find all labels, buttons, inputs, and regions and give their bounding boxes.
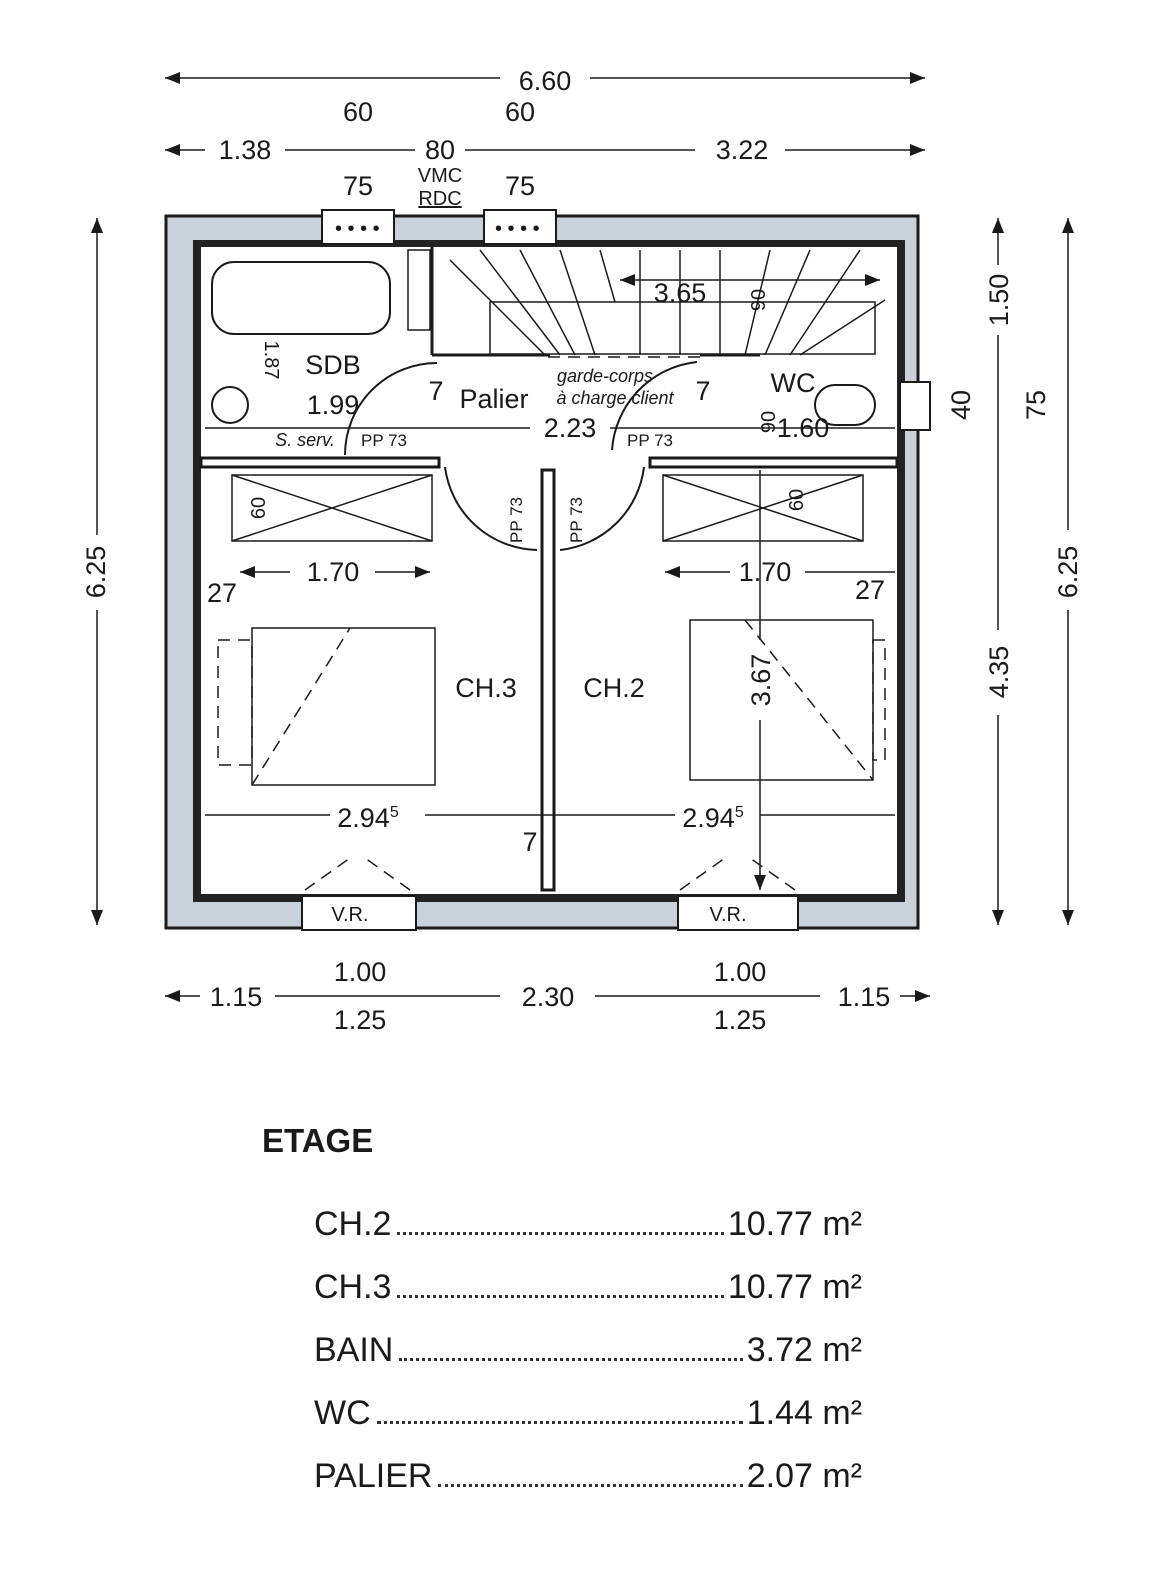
- wc-height: 90: [758, 411, 780, 433]
- dim-label: 1.25: [714, 1005, 767, 1035]
- area-value: 1.44 m²: [746, 1394, 862, 1432]
- area-row: CH.3 10.77 m²: [314, 1268, 862, 1331]
- ch3-length: 2.945: [337, 803, 399, 833]
- area-label: WC: [314, 1394, 371, 1432]
- closets: [231, 474, 864, 542]
- area-label: PALIER: [314, 1457, 433, 1495]
- room-ch3: CH.3: [455, 673, 517, 703]
- door-swings: [344, 361, 698, 551]
- ch2-length: 2.945: [682, 803, 744, 833]
- room-wc: WC: [771, 368, 816, 398]
- area-value: 10.77 m²: [727, 1205, 862, 1243]
- dim-label: 4.35: [984, 646, 1014, 699]
- leader-dots: [438, 1484, 743, 1487]
- dim-label: 1.70: [739, 557, 792, 587]
- wc-dim: 1.60: [777, 413, 830, 443]
- area-table: CH.2 10.77 m² CH.3 10.77 m² BAIN 3.72 m² WC…: [314, 1205, 862, 1520]
- dim-label: 27: [855, 575, 885, 605]
- dim-label: 27: [207, 578, 237, 608]
- dim-label: 7: [428, 376, 443, 406]
- stair-length: 3.65: [654, 278, 707, 308]
- ch2-height: 3.67: [746, 654, 776, 707]
- dim-label: 75: [505, 171, 535, 201]
- leader-dots: [397, 1295, 724, 1298]
- dimension-lines: [91, 72, 1074, 1002]
- dim-label: 1.00: [714, 957, 767, 987]
- area-value: 2.07 m²: [746, 1457, 862, 1495]
- area-row: BAIN 3.72 m²: [314, 1331, 862, 1394]
- top-windows: • • • • • • • •: [321, 209, 931, 431]
- shutter-label: V.R.: [709, 904, 746, 926]
- side-dimensions: 6.25 1.50 40 75 4.35 6.25: [81, 274, 1083, 699]
- dim-label: 75: [1021, 390, 1051, 420]
- bottom-windows: [301, 857, 799, 931]
- area-row: WC 1.44 m²: [314, 1394, 862, 1457]
- dim-label: 40: [946, 390, 976, 420]
- floor-plan: • • • • • • • •: [81, 66, 1083, 1035]
- dim-right-height: 6.25: [1053, 546, 1083, 599]
- sdb-height: 1.87: [260, 341, 282, 380]
- dim-total-width: 6.60: [519, 66, 572, 96]
- dim-label: 1.38: [219, 135, 272, 165]
- palier-dim: 2.23: [544, 413, 597, 443]
- top-dimensions: 6.60 60 60 1.38 80 3.22 75 VMC RDC 75: [219, 66, 769, 210]
- closet-depth: 60: [786, 489, 808, 511]
- interior-labels: 3.65 90 SDB 1.99 1.87 7 Palier garde-cor…: [207, 278, 885, 926]
- room-sdb: SDB: [305, 350, 361, 380]
- door-pp73: PP 73: [567, 497, 586, 543]
- dim-label: 60: [343, 97, 373, 127]
- dim-label: 1.25: [334, 1005, 387, 1035]
- area-value: 10.77 m²: [727, 1268, 862, 1306]
- sdb-dim: 1.99: [307, 390, 360, 420]
- door-pp73: PP 73: [627, 431, 673, 450]
- dim-label: 3.22: [716, 135, 769, 165]
- stair-width: 90: [748, 289, 770, 311]
- svg-text:• • • •: • • • •: [495, 218, 540, 240]
- beds: [217, 619, 886, 786]
- washbasin: [211, 386, 249, 424]
- area-label: CH.2: [314, 1205, 392, 1243]
- dim-left-height: 6.25: [81, 546, 111, 599]
- dim-label: 1.15: [210, 982, 263, 1012]
- dim-label: 2.30: [522, 982, 575, 1012]
- room-ch2: CH.2: [583, 673, 645, 703]
- guardrail-note: à charge client: [556, 388, 674, 408]
- leader-dots: [399, 1358, 743, 1361]
- room-palier: Palier: [459, 384, 528, 414]
- staircase: [449, 249, 886, 358]
- svg-text:• • • •: • • • •: [335, 218, 380, 240]
- service-label: S. serv.: [275, 430, 335, 450]
- dim-label: 1.15: [838, 982, 891, 1012]
- leader-dots: [376, 1421, 743, 1424]
- shutter-label: V.R.: [331, 904, 368, 926]
- bottom-dimensions: 1.15 1.00 1.25 2.30 1.00 1.25 1.15: [210, 957, 891, 1035]
- dim-label: 7: [695, 376, 710, 406]
- dim-label: 1.00: [334, 957, 387, 987]
- closet-depth: 60: [248, 497, 270, 519]
- area-label: BAIN: [314, 1331, 394, 1369]
- leader-dots: [397, 1232, 724, 1235]
- dim-label: 1.50: [984, 274, 1014, 327]
- bathtub: [211, 261, 391, 335]
- door-pp73: PP 73: [361, 431, 407, 450]
- area-row: PALIER 2.07 m²: [314, 1457, 862, 1520]
- dim-label: 7: [522, 827, 537, 857]
- dim-label: 60: [505, 97, 535, 127]
- wc-toilet: [814, 384, 876, 426]
- guardrail-note: garde-corps: [557, 366, 653, 386]
- dim-label: 1.70: [307, 557, 360, 587]
- area-value: 3.72 m²: [746, 1331, 862, 1369]
- dim-label: 80: [425, 135, 455, 165]
- area-row: CH.2 10.77 m²: [314, 1205, 862, 1268]
- vmc-label: VMC: [418, 165, 462, 187]
- door-pp73: PP 73: [507, 497, 526, 543]
- area-label: CH.3: [314, 1268, 392, 1306]
- interior-walls: [199, 247, 899, 892]
- floor-title: ETAGE: [262, 1122, 374, 1159]
- dim-label: 75: [343, 171, 373, 201]
- rdc-label: RDC: [418, 188, 461, 210]
